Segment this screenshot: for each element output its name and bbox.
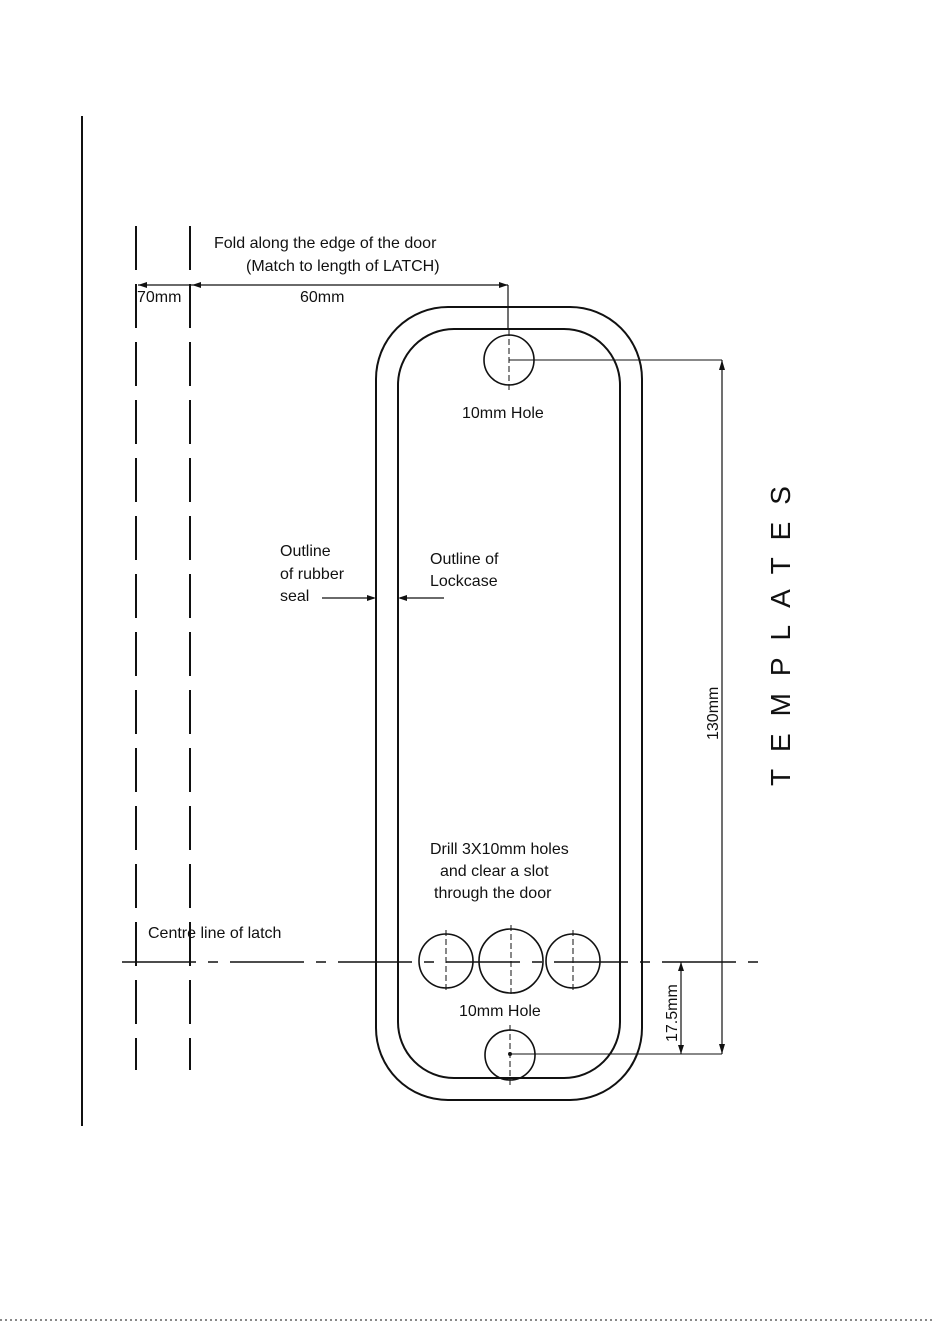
lockcase-label-2: Lockcase <box>430 573 498 590</box>
bottom-hole-centre-dot <box>508 1052 512 1056</box>
rubber-seal-label-1: Outline <box>280 543 331 560</box>
dim-17-5mm-label: 17.5mm <box>664 984 681 1042</box>
drill-label-1: Drill 3X10mm holes <box>430 841 569 858</box>
lockcase-arrow <box>398 595 407 601</box>
dim-arrow-mid <box>192 282 201 288</box>
dim-70mm-label: 70mm <box>137 289 181 306</box>
drill-label-3: through the door <box>434 885 552 902</box>
dim-arrow-right <box>499 282 508 288</box>
rubber-seal-arrow <box>367 595 376 601</box>
rubber-seal-outline <box>376 307 642 1100</box>
templates-title: TEMPLATES <box>765 486 796 786</box>
rubber-seal-label-3: seal <box>280 588 309 605</box>
dim-17-5-arrow-bottom <box>678 1045 684 1054</box>
rubber-seal-label-2: of rubber <box>280 566 345 583</box>
lockcase-outline <box>398 329 620 1078</box>
fold-label-line1: Fold along the edge of the door <box>214 235 437 252</box>
dim-60mm-label: 60mm <box>300 289 344 306</box>
fold-label-line2: (Match to length of LATCH) <box>246 258 440 275</box>
lockcase-label-1: Outline of <box>430 551 499 568</box>
dim-130mm-label: 130mm <box>705 687 722 740</box>
dim-130-arrow-bottom <box>719 1044 725 1054</box>
drill-label-2: and clear a slot <box>440 863 549 880</box>
bottom-hole-label: 10mm Hole <box>459 1003 541 1020</box>
top-hole-label: 10mm Hole <box>462 405 544 422</box>
dim-17-5-arrow-top <box>678 962 684 971</box>
dim-arrow-left <box>138 282 147 288</box>
centre-line-label: Centre line of latch <box>148 925 281 942</box>
dim-130-arrow-top <box>719 360 725 370</box>
